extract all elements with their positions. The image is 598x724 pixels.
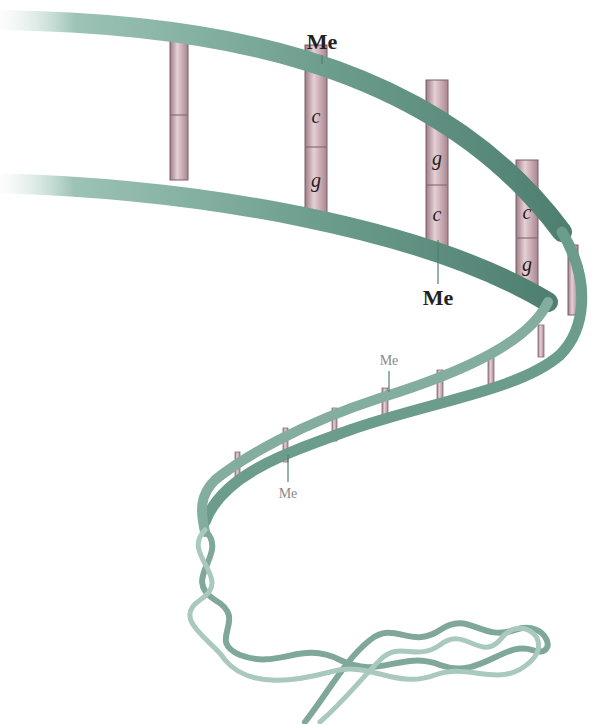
methyl-leaders bbox=[288, 55, 438, 482]
base-letter: c bbox=[433, 204, 442, 224]
base-letter: g bbox=[522, 254, 532, 274]
methyl-label: Me bbox=[279, 487, 298, 501]
double-helix bbox=[190, 530, 548, 722]
methyl-label: Me bbox=[307, 31, 338, 53]
base-letter: c bbox=[523, 202, 532, 222]
base-letter: c bbox=[312, 106, 321, 126]
base-letter: g bbox=[432, 148, 442, 168]
methyl-label: Me bbox=[423, 287, 454, 309]
methyl-label: Me bbox=[380, 354, 399, 368]
base-letter: g bbox=[311, 170, 321, 190]
dna-strands bbox=[0, 20, 582, 532]
